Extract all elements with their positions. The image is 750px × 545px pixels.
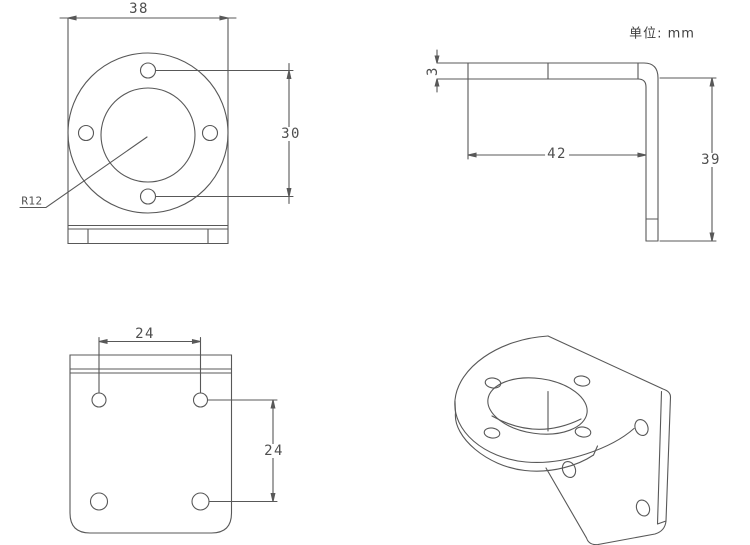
back-view — [69, 336, 278, 534]
dim-hole-spacing-right-24: 24 — [262, 443, 286, 459]
isometric-view — [454, 335, 672, 545]
radius-label-r12: R12 — [21, 194, 43, 208]
dim-width-38: 38 — [129, 1, 149, 17]
dim-thickness-3: 3 — [425, 64, 441, 78]
side-view — [434, 49, 717, 242]
front-view — [19, 15, 294, 245]
dim-length-42: 42 — [545, 146, 569, 162]
dim-hole-spacing-30: 30 — [279, 126, 303, 142]
units-note: 单位: mm — [629, 26, 695, 42]
dim-height-39: 39 — [699, 152, 723, 168]
dim-hole-spacing-top-24: 24 — [133, 326, 157, 342]
